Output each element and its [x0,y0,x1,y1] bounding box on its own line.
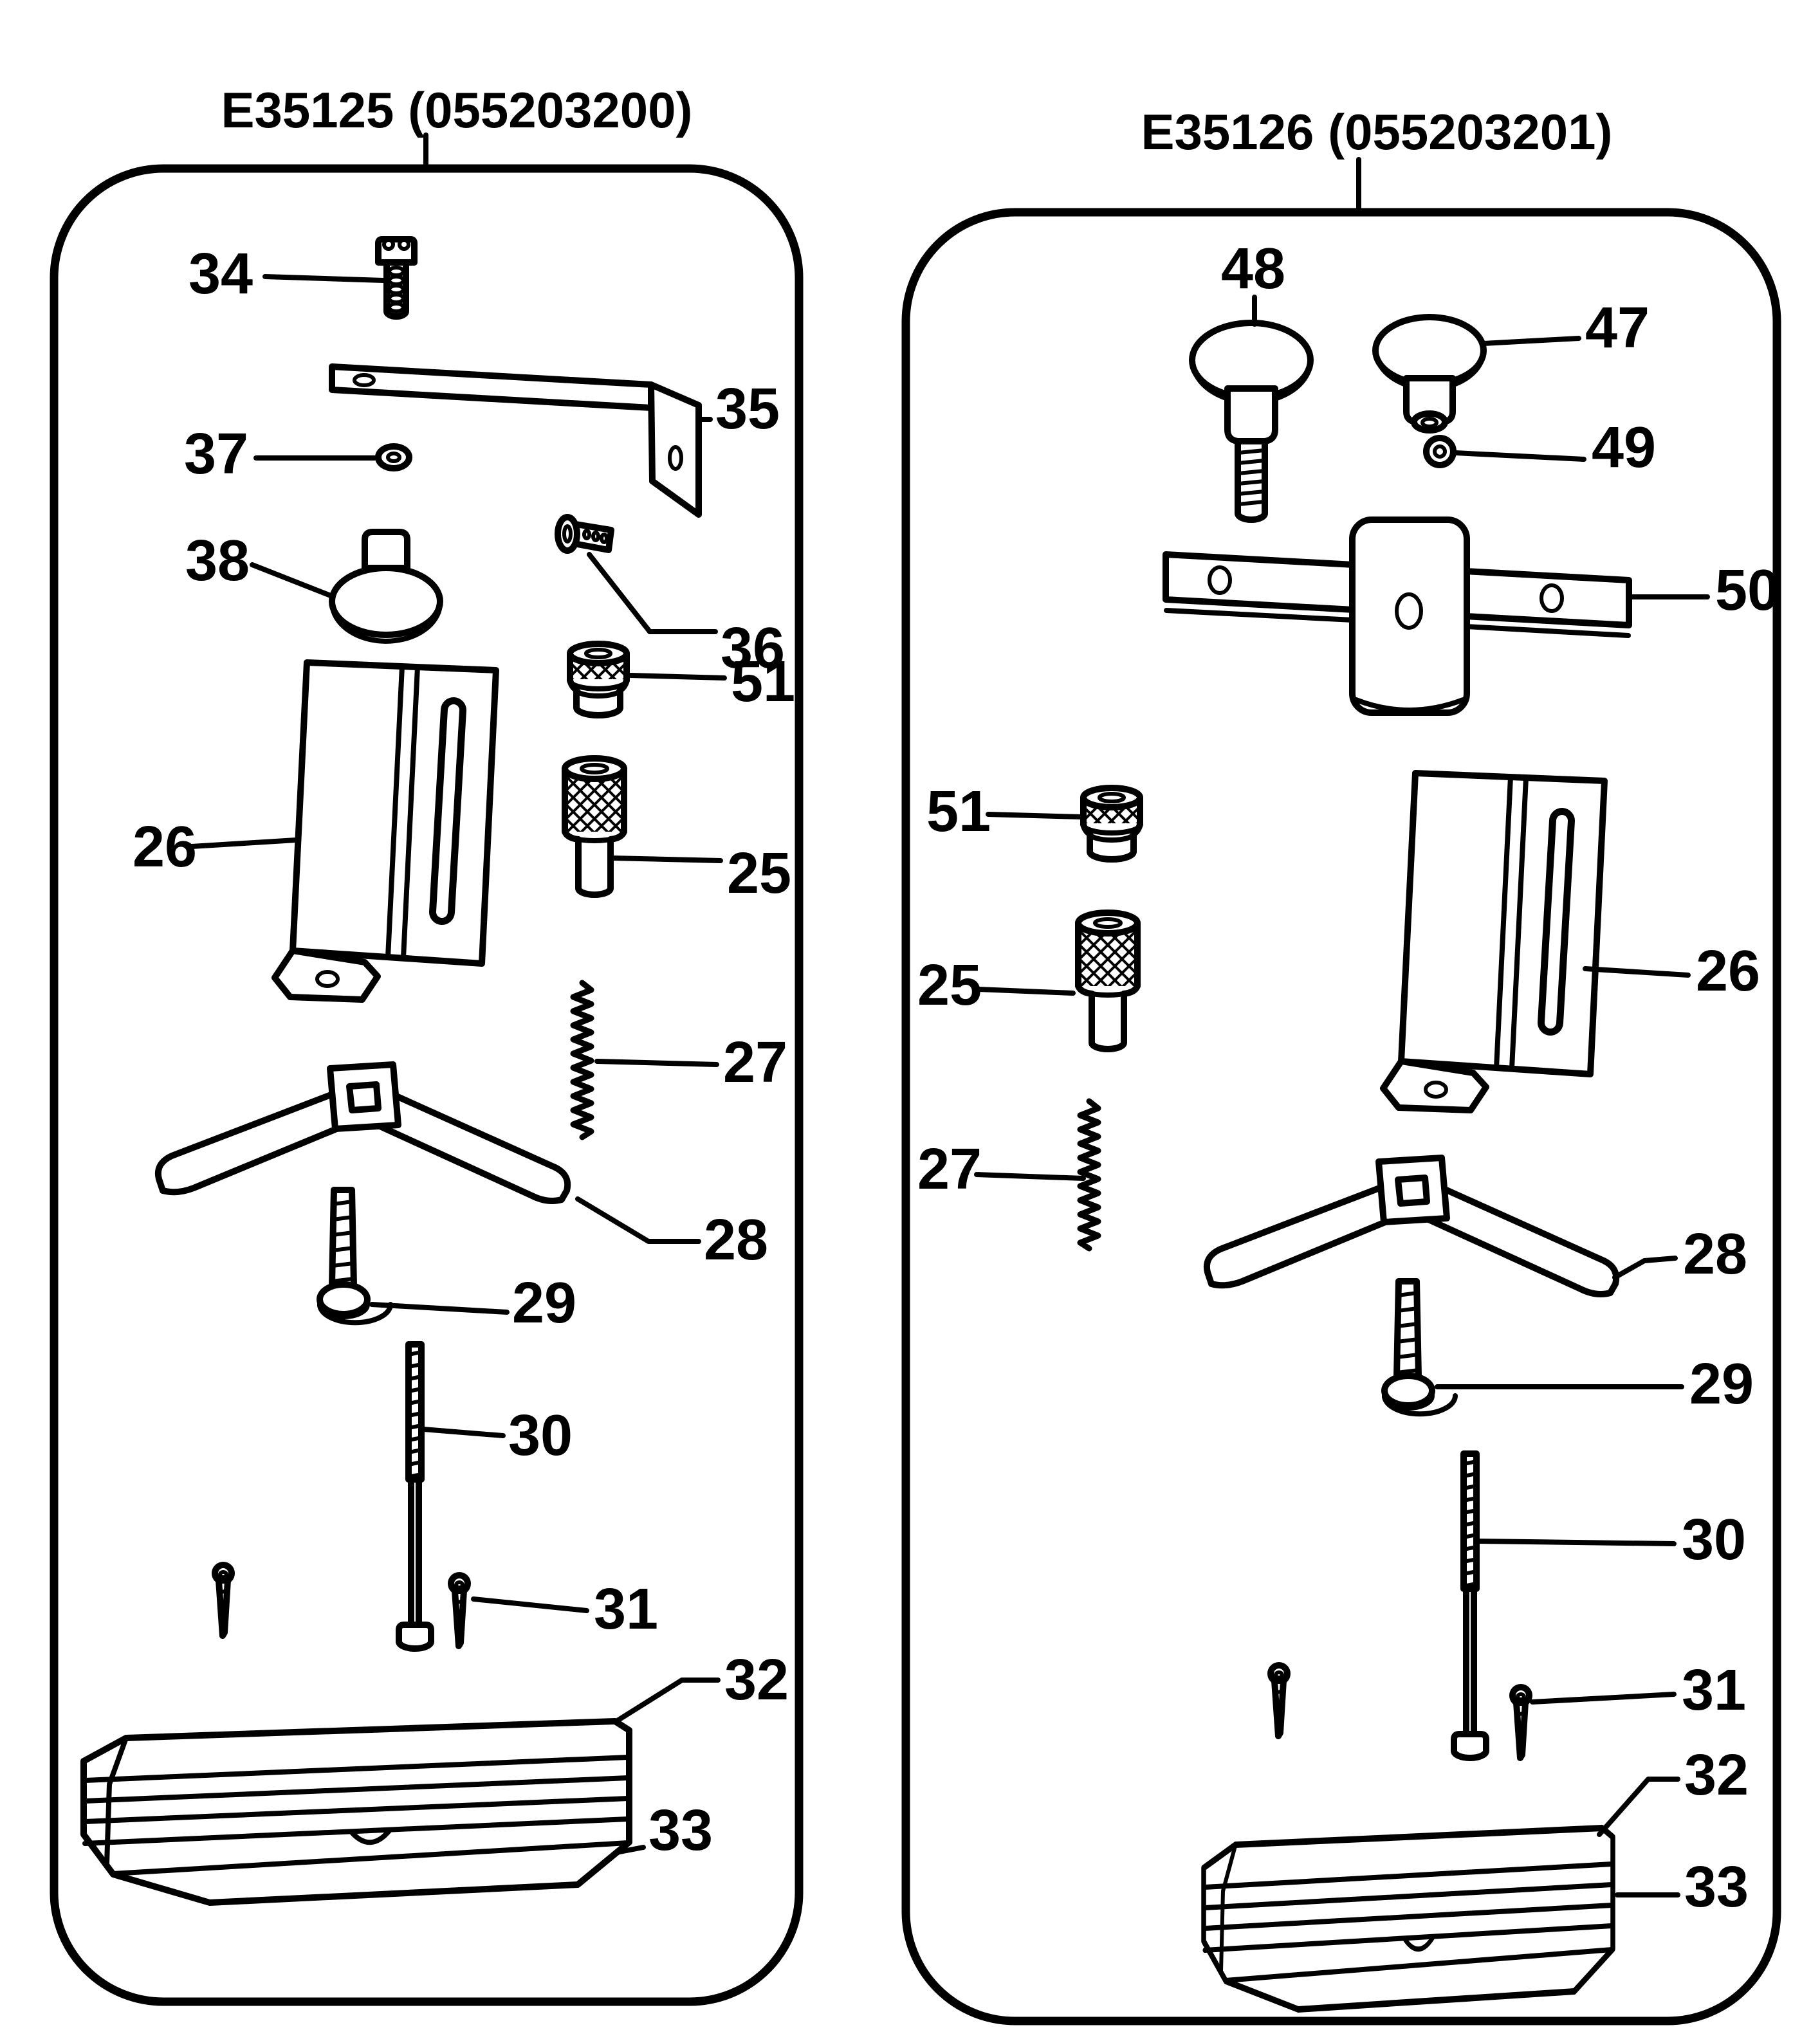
part-47-thumb-knob [1372,314,1487,434]
part-label-29-right: 29 [1689,1352,1754,1416]
part-label-30-right: 30 [1682,1508,1746,1572]
part-26-fence-bracket [275,663,496,1000]
part-25-knurled-pin [565,758,624,895]
leader-line-31-right [1530,1692,1677,1705]
part-34-screw [375,236,418,320]
leader-line-38 [250,562,333,598]
part-label-32: 32 [724,1648,789,1712]
leader-line-29-left [369,1302,510,1315]
panel-e35126: E35126 (055203201) 48 47 49 [901,104,1781,2025]
part-label-50: 50 [1715,558,1779,623]
part-label-30: 30 [508,1404,573,1468]
part-label-31: 31 [594,1577,658,1641]
leader-line-49 [1453,450,1586,462]
leader-line-30-right [1477,1539,1677,1546]
part-36-screw [555,514,614,554]
part-label-37: 37 [184,422,248,486]
part-32-33-base [84,1721,629,1903]
panel-title-e35125: E35125 (055203200) [221,82,693,138]
leader-line-27-left [594,1059,719,1067]
part-29-screw-right [1384,1281,1455,1414]
panel-title-e35126: E35126 (055203201) [1141,104,1613,160]
part-50-guide-bar [1163,517,1632,716]
part-label-25: 25 [727,841,791,906]
part-label-51-right: 51 [926,780,991,844]
part-label-38: 38 [185,529,250,593]
part-label-29: 29 [512,1271,576,1335]
part-label-51: 51 [731,650,795,714]
leader-line-25-left [610,855,723,863]
part-label-49: 49 [1592,416,1656,480]
part-30-rod [399,1344,431,1649]
part-label-32-right: 32 [1684,1743,1749,1807]
part-32-33-base-right [1204,1828,1613,2009]
leader-line-36 [587,552,718,634]
part-37-washer [375,443,412,471]
part-51-knurled-nut [570,644,627,715]
part-label-26: 26 [133,815,197,879]
part-25-knurled-pin-right [1078,913,1137,1049]
leader-line-47 [1481,336,1581,346]
part-label-26-right: 26 [1696,939,1760,1003]
leader-line-27-right [974,1172,1086,1181]
leader-line-32-left [614,1678,721,1724]
part-label-34: 34 [188,242,253,306]
part-label-28-right: 28 [1683,1222,1747,1286]
leader-line-25-right [975,987,1076,996]
leader-line-28-right [1612,1256,1678,1280]
part-26-fence-bracket-right [1383,773,1604,1110]
leader-line-31-left [471,1596,589,1613]
leader-line-51-left [628,673,727,681]
panel-e35125: E35125 (055203200) 34 35 [50,82,804,2006]
part-48-thumb-screw [1189,320,1314,523]
leader-line-51-right [986,812,1083,819]
part-27-spring [570,980,594,1140]
leader-line-34 [262,274,386,283]
part-38-knob [329,529,443,644]
part-label-48: 48 [1221,237,1285,301]
leader-line-26-right [1583,966,1691,978]
part-label-27: 27 [723,1030,787,1095]
part-label-33-right: 33 [1684,1855,1749,1919]
leader-line-32-right [1597,1777,1680,1837]
part-label-31-right: 31 [1682,1658,1746,1723]
part-label-47: 47 [1585,296,1650,360]
part-label-36: 36 [721,616,785,681]
part-35-bracket [329,363,702,518]
part-label-33: 33 [648,1798,713,1863]
part-49-washer [1423,435,1457,468]
part-28-spring-clip [158,1065,567,1201]
leader-line-28-left [575,1196,701,1244]
part-label-25-right: 25 [917,953,982,1018]
leader-line-26-left [189,837,299,849]
part-label-27-right: 27 [917,1137,982,1202]
part-30-rod-right [1454,1454,1486,1758]
part-31-screws-right [1271,1665,1529,1758]
panel-outline-e35126 [901,208,1781,2025]
part-label-35: 35 [715,377,780,441]
part-27-spring-right [1077,1098,1101,1252]
leader-line-30-left [421,1427,506,1438]
part-51-knurled-nut-right [1083,788,1140,859]
part-label-28: 28 [704,1208,768,1272]
part-28-spring-clip-right [1207,1158,1616,1294]
leader-line-33-left [614,1845,646,1855]
